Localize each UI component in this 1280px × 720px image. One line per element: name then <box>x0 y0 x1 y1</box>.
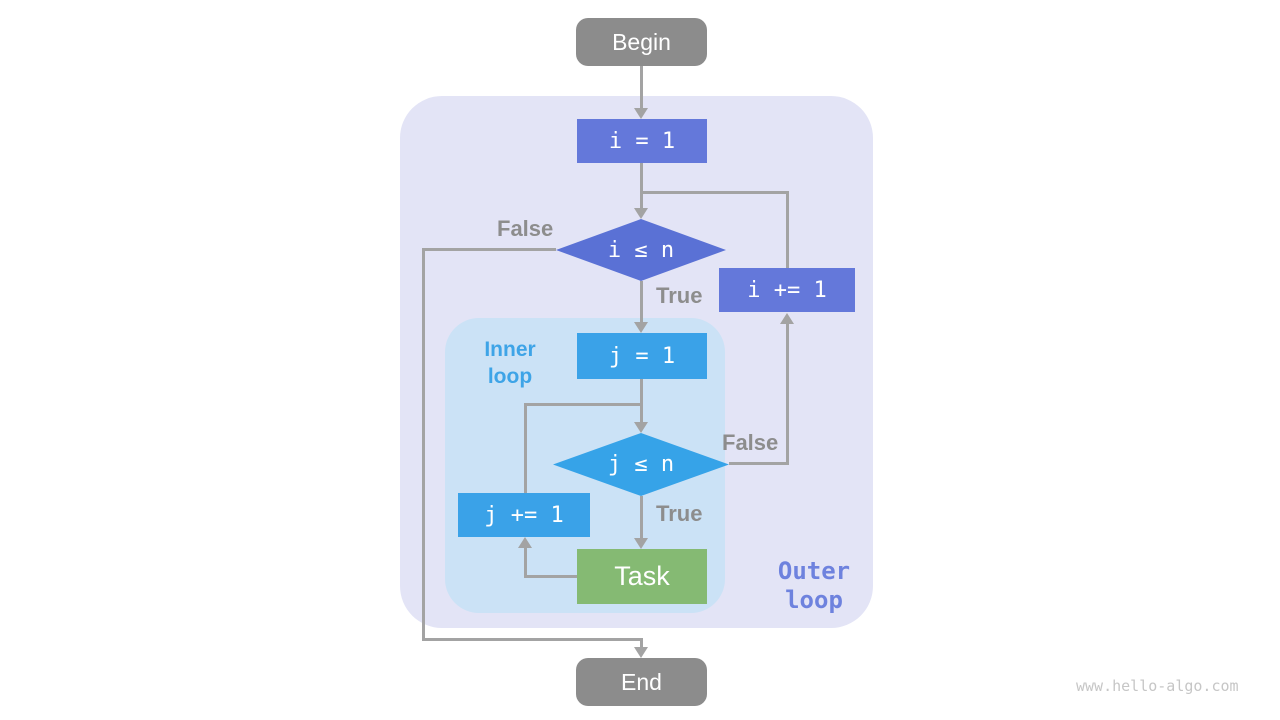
inner-loop-label: Inner loop <box>462 336 558 390</box>
edge-j-inc-return-horizontal <box>524 403 643 406</box>
edge-j-true-to-task <box>640 496 643 538</box>
edge-begin-to-i-init <box>640 66 643 108</box>
edge-j-inc-return-vertical <box>524 403 527 493</box>
arrowhead-into-j-cond <box>634 422 648 433</box>
edge-i-inc-return-horizontal <box>640 191 789 194</box>
outer-loop-label-line1: Outer <box>777 557 851 585</box>
node-j-init: j = 1 <box>577 333 707 379</box>
node-i-init: i = 1 <box>577 119 707 163</box>
inner-loop-label-line2: loop <box>487 365 533 388</box>
edge-label-j-false: False <box>722 430 779 455</box>
inner-loop-label-line1: Inner <box>484 338 536 361</box>
edge-i-inc-return-vertical <box>786 191 789 268</box>
node-task: Task <box>577 549 707 604</box>
outer-loop-label-line2: loop <box>785 586 843 614</box>
edge-i-false-stub <box>640 638 643 648</box>
arrowhead-into-i-inc <box>780 313 794 324</box>
node-i-inc: i += 1 <box>719 268 855 312</box>
arrowhead-into-j-inc <box>518 537 532 548</box>
edge-label-i-false: False <box>497 216 554 241</box>
edge-task-to-j-inc-horizontal <box>524 575 577 578</box>
arrowhead-begin-to-i-init <box>634 108 648 119</box>
edge-label-i-true: True <box>656 283 703 308</box>
node-begin: Begin <box>576 18 707 66</box>
edge-i-false-horizontal-bottom <box>422 638 642 641</box>
node-j-inc: j += 1 <box>458 493 590 537</box>
arrowhead-i-init-to-i-cond <box>634 208 648 219</box>
watermark: www.hello-algo.com <box>1076 677 1239 695</box>
edge-task-to-j-inc-vertical <box>524 548 527 577</box>
arrowhead-into-end <box>634 647 648 658</box>
edge-i-init-to-i-cond <box>640 163 643 208</box>
edge-j-false-vertical <box>786 324 789 464</box>
edge-j-init-to-j-cond <box>640 379 643 422</box>
node-end: End <box>576 658 707 706</box>
arrowhead-into-j-init <box>634 322 648 333</box>
edge-i-true-to-j-init <box>640 281 643 322</box>
node-i-cond-label: i ≤ n <box>607 237 675 263</box>
arrowhead-into-task <box>634 538 648 549</box>
outer-loop-label: Outer loop <box>758 557 870 615</box>
edge-label-j-true: True <box>656 501 703 526</box>
node-j-cond-label: j ≤ n <box>607 452 675 477</box>
edge-i-false-horizontal-top <box>423 248 556 251</box>
edge-j-false-horizontal <box>729 462 789 465</box>
edge-i-false-vertical <box>422 248 425 640</box>
